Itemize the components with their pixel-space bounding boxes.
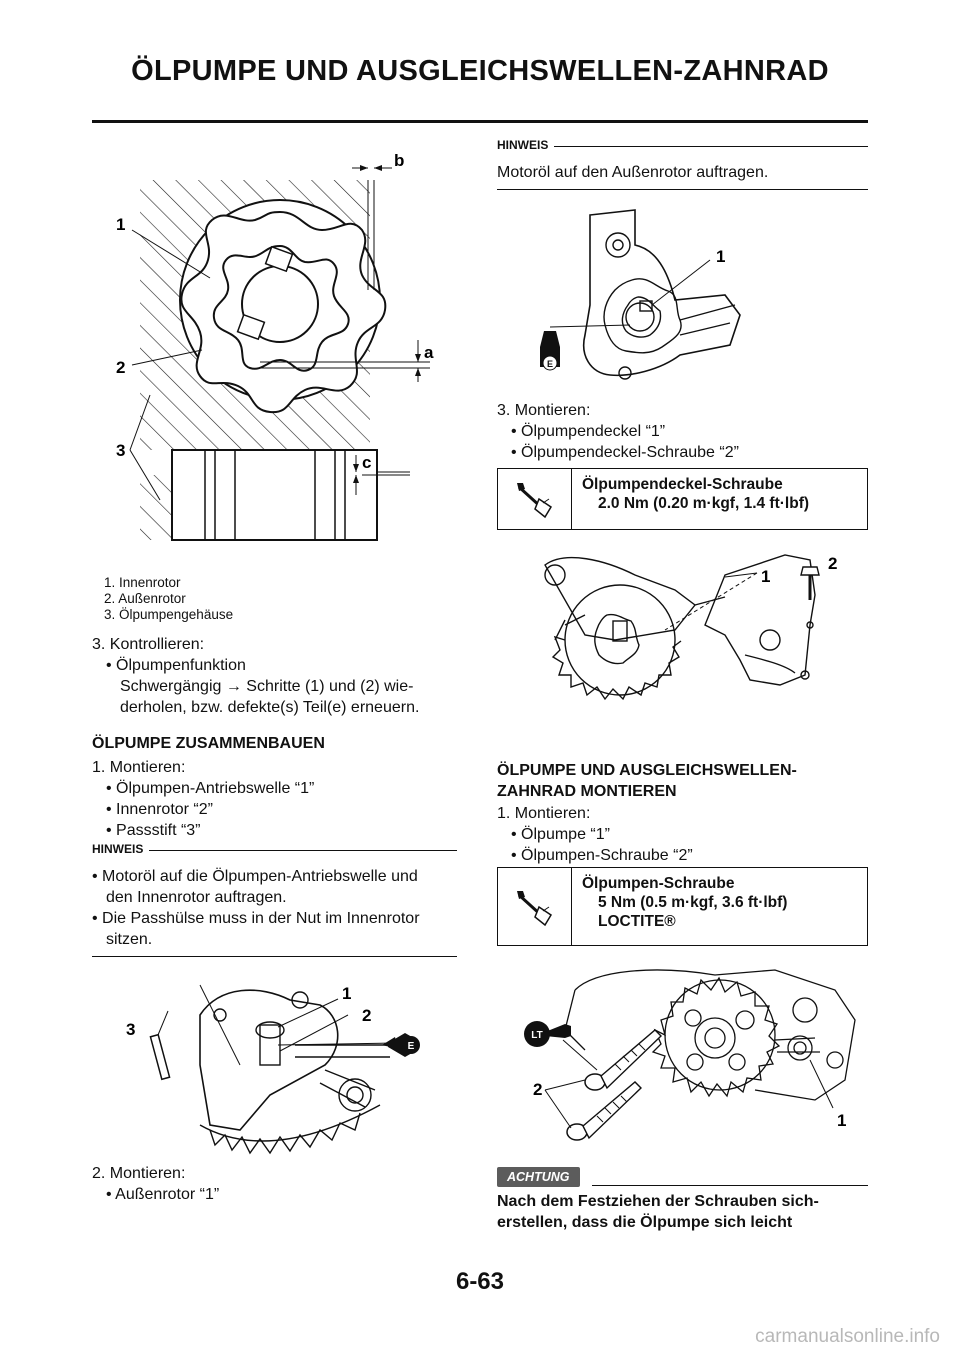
list-item: Ölpumpen-Antriebswelle “1” — [92, 778, 314, 799]
oil-icon-letter: E — [408, 1041, 415, 1052]
note-label: HINWEIS — [92, 842, 144, 856]
rotor-diagram: 1 2 3 a b c — [100, 150, 440, 570]
caution-line: erstellen, dass die Ölpumpe sich leicht — [497, 1214, 793, 1231]
spec-name: Ölpumpendeckel-Schraube — [582, 476, 783, 493]
section-heading: ÖLPUMPE UND AUSGLEICHSWELLEN- ZAHNRAD MO… — [497, 760, 797, 802]
callout-1: 1 — [837, 1111, 846, 1130]
callout-3: 3 — [126, 1020, 135, 1039]
oil-icon-letter: E — [547, 359, 553, 369]
spec-value: 2.0 Nm (0.20 m·kgf, 1.4 ft·lbf) — [598, 495, 810, 512]
page-title: ÖLPUMPE UND AUSGLEICHSWELLEN-ZAHNRAD — [131, 55, 829, 87]
note-rule — [497, 189, 868, 190]
check-step: 3. Kontrollieren: Ölpumpenfunktion Schwe… — [92, 634, 419, 718]
callout-1: 1 — [116, 215, 125, 234]
note-label: HINWEIS — [497, 138, 549, 152]
footer-watermark: carmanualsonline.info — [755, 1326, 940, 1347]
caution-rule — [592, 1185, 868, 1186]
torque-wrench-icon — [498, 868, 572, 945]
callout-3: 3 — [116, 441, 125, 460]
cover-screw — [800, 566, 820, 600]
assemble-step: 1. Montieren: Ölpumpen-Antriebswelle “1”… — [92, 757, 314, 841]
legend-item: 3. Ölpumpengehäuse — [104, 607, 234, 622]
check-line: Schwergängig → Schritte (1) und (2) wie- — [120, 678, 414, 695]
note-heading: HINWEIS — [497, 138, 868, 152]
caution-line: Nach dem Festziehen der Schrauben sich- — [497, 1193, 819, 1210]
list-item: Passstift “3” — [92, 820, 314, 841]
callout-1: 1 — [716, 247, 725, 266]
pump-cover-diagram: 1 2 — [525, 545, 865, 715]
spec-extra: LOCTITE® — [598, 913, 676, 930]
header-rule — [92, 120, 868, 123]
list-item: Ölpumpendeckel “1” — [497, 421, 739, 442]
caution-text: Nach dem Festziehen der Schrauben sich- … — [497, 1191, 819, 1233]
loctite-icon: LT — [524, 1021, 571, 1047]
step-label: 1. Montieren: — [497, 805, 591, 822]
list-item: Ölpumpe “1” — [497, 824, 693, 845]
spec-value: 5 Nm (0.5 m·kgf, 3.6 ft·lbf) — [598, 894, 788, 911]
engine-oil-icon: E — [388, 1033, 420, 1057]
heading-line: ÖLPUMPE UND AUSGLEICHSWELLEN- — [497, 762, 797, 779]
section-heading: ÖLPUMPE ZUSAMMENBAUEN — [92, 735, 325, 752]
heading-line: ZAHNRAD MONTIEREN — [497, 783, 677, 800]
caution-badge: ACHTUNG — [497, 1167, 580, 1187]
torque-wrench-icon — [498, 469, 572, 529]
spec-name: Ölpumpen-Schraube — [582, 875, 735, 892]
page-number: 6-63 — [455, 1268, 505, 1295]
list-item: Ölpumpendeckel-Schraube “2” — [497, 442, 739, 463]
pump-installation-diagram: LT 2 1 — [515, 960, 865, 1150]
list-item: Innenrotor “2” — [92, 799, 314, 820]
assemble-step-2: 2. Montieren: Außenrotor “1” — [92, 1163, 219, 1205]
note-text: Motoröl auf den Außenrotor auftragen. — [497, 164, 769, 181]
note-body: Motoröl auf die Ölpumpen-Antriebswelle u… — [92, 866, 462, 950]
install-pump-step: 1. Montieren: Ölpumpe “1” Ölpumpen-Schra… — [497, 803, 693, 866]
callout-2: 2 — [533, 1080, 542, 1099]
loctite-icon-letters: LT — [531, 1030, 542, 1041]
callout-2: 2 — [828, 554, 837, 573]
step-label: 3. Montieren: — [497, 402, 591, 419]
step-label: 3. Kontrollieren: — [92, 636, 205, 653]
callout-b: b — [394, 151, 404, 170]
torque-spec-box: Ölpumpendeckel-Schraube 2.0 Nm (0.20 m·k… — [497, 468, 868, 530]
oil-pump-shaft-diagram: E 1 2 3 — [120, 975, 430, 1155]
torque-spec-box: Ölpumpen-Schraube 5 Nm (0.5 m·kgf, 3.6 f… — [497, 867, 868, 946]
step-label: 2. Montieren: — [92, 1165, 186, 1182]
callout-2: 2 — [116, 358, 125, 377]
callout-a: a — [424, 343, 434, 362]
note-rule — [92, 956, 457, 957]
check-line: derholen, bzw. defekte(s) Teil(e) erneue… — [120, 699, 420, 716]
note-heading: HINWEIS — [92, 842, 457, 856]
list-item: Ölpumpen-Schraube “2” — [497, 845, 693, 866]
note-line: sitzen. — [106, 931, 153, 948]
figure-legend: 1. Innenrotor 2. Außenrotor 3. Ölpumpeng… — [104, 575, 233, 623]
check-item: Ölpumpenfunktion — [92, 655, 419, 676]
note-line: Die Passhülse muss in der Nut im Innenro… — [92, 908, 462, 929]
pump-bolt — [584, 1029, 662, 1091]
callout-1: 1 — [761, 567, 770, 586]
callout-2: 2 — [362, 1006, 371, 1025]
step-label: 1. Montieren: — [92, 759, 186, 776]
legend-item: 1. Innenrotor — [104, 575, 181, 590]
outer-rotor-diagram: E 1 — [530, 205, 760, 385]
note-line: Motoröl auf die Ölpumpen-Antriebswelle u… — [92, 866, 462, 887]
engine-oil-icon: E — [540, 331, 560, 371]
list-item: Außenrotor “1” — [92, 1184, 219, 1205]
install-step-3: 3. Montieren: Ölpumpendeckel “1” Ölpumpe… — [497, 400, 739, 463]
callout-c: c — [362, 453, 371, 472]
callout-1: 1 — [342, 984, 351, 1003]
note-line: den Innenrotor auftragen. — [106, 889, 287, 906]
pump-bolt — [566, 1081, 642, 1141]
legend-item: 2. Außenrotor — [104, 591, 186, 606]
